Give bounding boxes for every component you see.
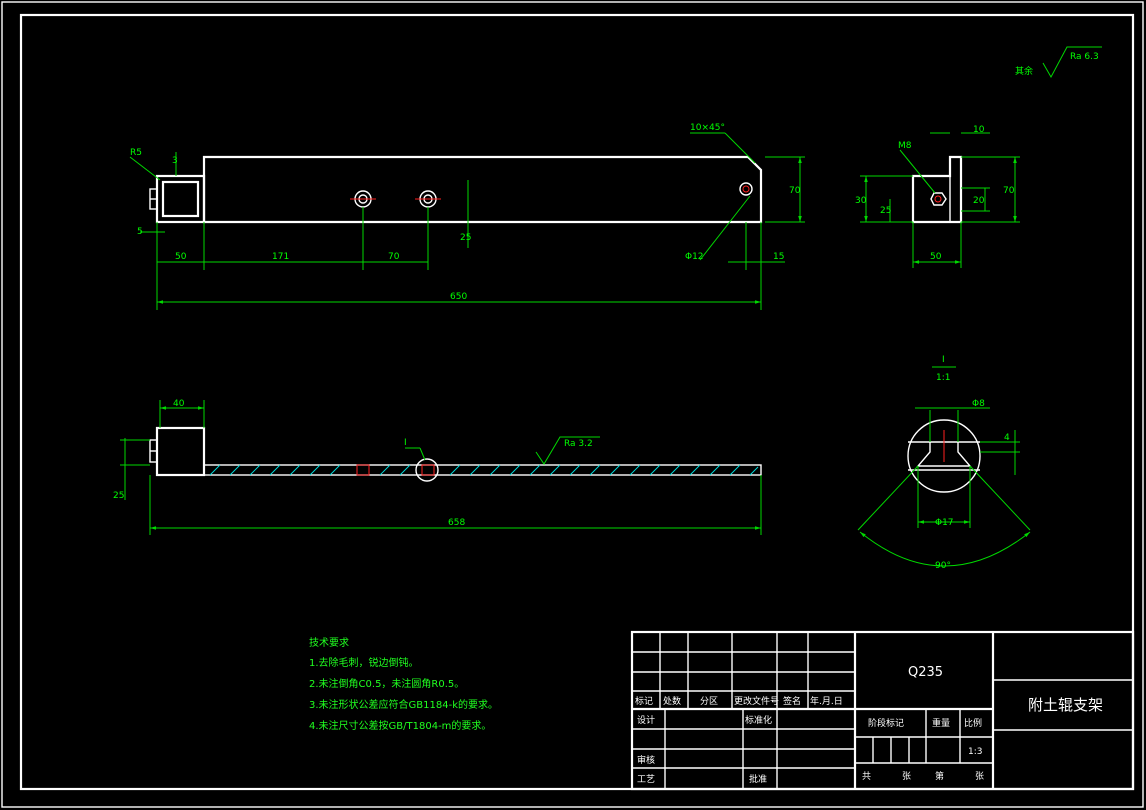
hole-3 [739, 182, 753, 196]
top-view: I Ra 3.2 40 25 658 [113, 399, 762, 535]
finish-label: 其余 [1015, 65, 1033, 77]
technical-requirements: 技术要求 1.去除毛刺，锐边倒钝。 2.未注倒角C0.5，未注圆角R0.5。 3… [309, 636, 498, 732]
svg-text:10×45°: 10×45° [690, 123, 725, 133]
svg-text:Φ17: Φ17 [935, 518, 954, 528]
svg-text:658: 658 [448, 518, 465, 528]
svg-text:5: 5 [137, 227, 143, 237]
svg-text:阶段标记: 阶段标记 [868, 717, 904, 729]
svg-text:3.未注形状公差应符合GB1184-k的要求。: 3.未注形状公差应符合GB1184-k的要求。 [309, 698, 498, 711]
svg-text:40: 40 [173, 399, 185, 409]
svg-text:650: 650 [450, 292, 467, 302]
svg-text:171: 171 [272, 252, 289, 262]
svg-text:4.未注尺寸公差按GB/T1804-m的要求。: 4.未注尺寸公差按GB/T1804-m的要求。 [309, 719, 491, 732]
svg-text:M8: M8 [898, 141, 912, 151]
svg-text:设计: 设计 [637, 714, 655, 726]
svg-text:25: 25 [880, 206, 891, 216]
svg-text:标准化: 标准化 [745, 714, 772, 726]
svg-text:Ra 3.2: Ra 3.2 [564, 439, 593, 449]
detail-circle [415, 458, 439, 482]
svg-text:15: 15 [773, 252, 784, 262]
svg-text:标记: 标记 [635, 695, 653, 707]
svg-text:I: I [404, 438, 407, 448]
svg-text:第: 第 [935, 770, 944, 782]
hatch [209, 464, 759, 476]
svg-text:3: 3 [172, 156, 178, 166]
svg-text:批准: 批准 [749, 773, 767, 785]
svg-text:I: I [942, 355, 945, 365]
svg-text:分区: 分区 [700, 696, 718, 707]
svg-text:1.去除毛刺，锐边倒钝。: 1.去除毛刺，锐边倒钝。 [309, 656, 419, 669]
svg-text:工艺: 工艺 [637, 774, 655, 785]
finish-value: Ra 6.3 [1070, 52, 1099, 62]
svg-text:70: 70 [388, 252, 400, 262]
svg-text:30: 30 [855, 196, 867, 206]
svg-text:25: 25 [460, 233, 471, 243]
hole-1 [350, 190, 376, 208]
svg-text:1:1: 1:1 [936, 373, 950, 383]
svg-text:张: 张 [975, 771, 984, 782]
svg-text:4: 4 [1004, 433, 1010, 443]
svg-text:70: 70 [789, 186, 801, 196]
svg-text:比例: 比例 [964, 717, 982, 729]
svg-text:50: 50 [930, 252, 942, 262]
requirements-title: 技术要求 [309, 636, 349, 649]
title-block: Q235 附土辊支架 标记 处数 分区 更改文件号 签名 年.月.日 设计 标准… [630, 630, 1135, 791]
arm-outline [202, 155, 763, 224]
front-view: R5 3 5 10×45° 70 25 Φ12 15 50 171 70 650 [129, 123, 805, 310]
svg-text:张: 张 [902, 771, 911, 782]
svg-text:70: 70 [1003, 186, 1015, 196]
svg-text:处数: 处数 [663, 695, 681, 707]
drawing-frame [19, 13, 1135, 791]
svg-text:1:3: 1:3 [968, 747, 982, 757]
svg-text:2.未注倒角C0.5，未注圆角R0.5。: 2.未注倒角C0.5，未注圆角R0.5。 [309, 677, 464, 690]
svg-text:50: 50 [175, 252, 187, 262]
svg-text:签名: 签名 [783, 695, 801, 707]
svg-text:20: 20 [973, 196, 985, 206]
hole-2 [415, 190, 441, 208]
svg-text:共: 共 [862, 771, 871, 782]
svg-text:90°: 90° [935, 561, 951, 571]
svg-text:Φ8: Φ8 [972, 399, 985, 409]
material: Q235 [908, 665, 943, 680]
detail-view: I 1:1 Φ8 4 Φ17 90° [857, 355, 1031, 571]
svg-text:Φ12: Φ12 [685, 252, 704, 262]
svg-text:年.月.日: 年.月.日 [810, 695, 843, 707]
svg-text:10: 10 [973, 125, 985, 135]
top-arm-plate [203, 464, 762, 476]
svg-text:25: 25 [113, 491, 124, 501]
part-name: 附土辊支架 [1028, 696, 1103, 714]
svg-text:重量: 重量 [932, 717, 950, 729]
side-view: M8 10 30 25 20 70 50 [855, 125, 1020, 268]
svg-text:R5: R5 [130, 148, 142, 158]
svg-text:审核: 审核 [637, 754, 655, 766]
surface-finish-symbol: 其余 Ra 6.3 [1015, 46, 1102, 79]
svg-text:更改文件号: 更改文件号 [734, 695, 779, 707]
